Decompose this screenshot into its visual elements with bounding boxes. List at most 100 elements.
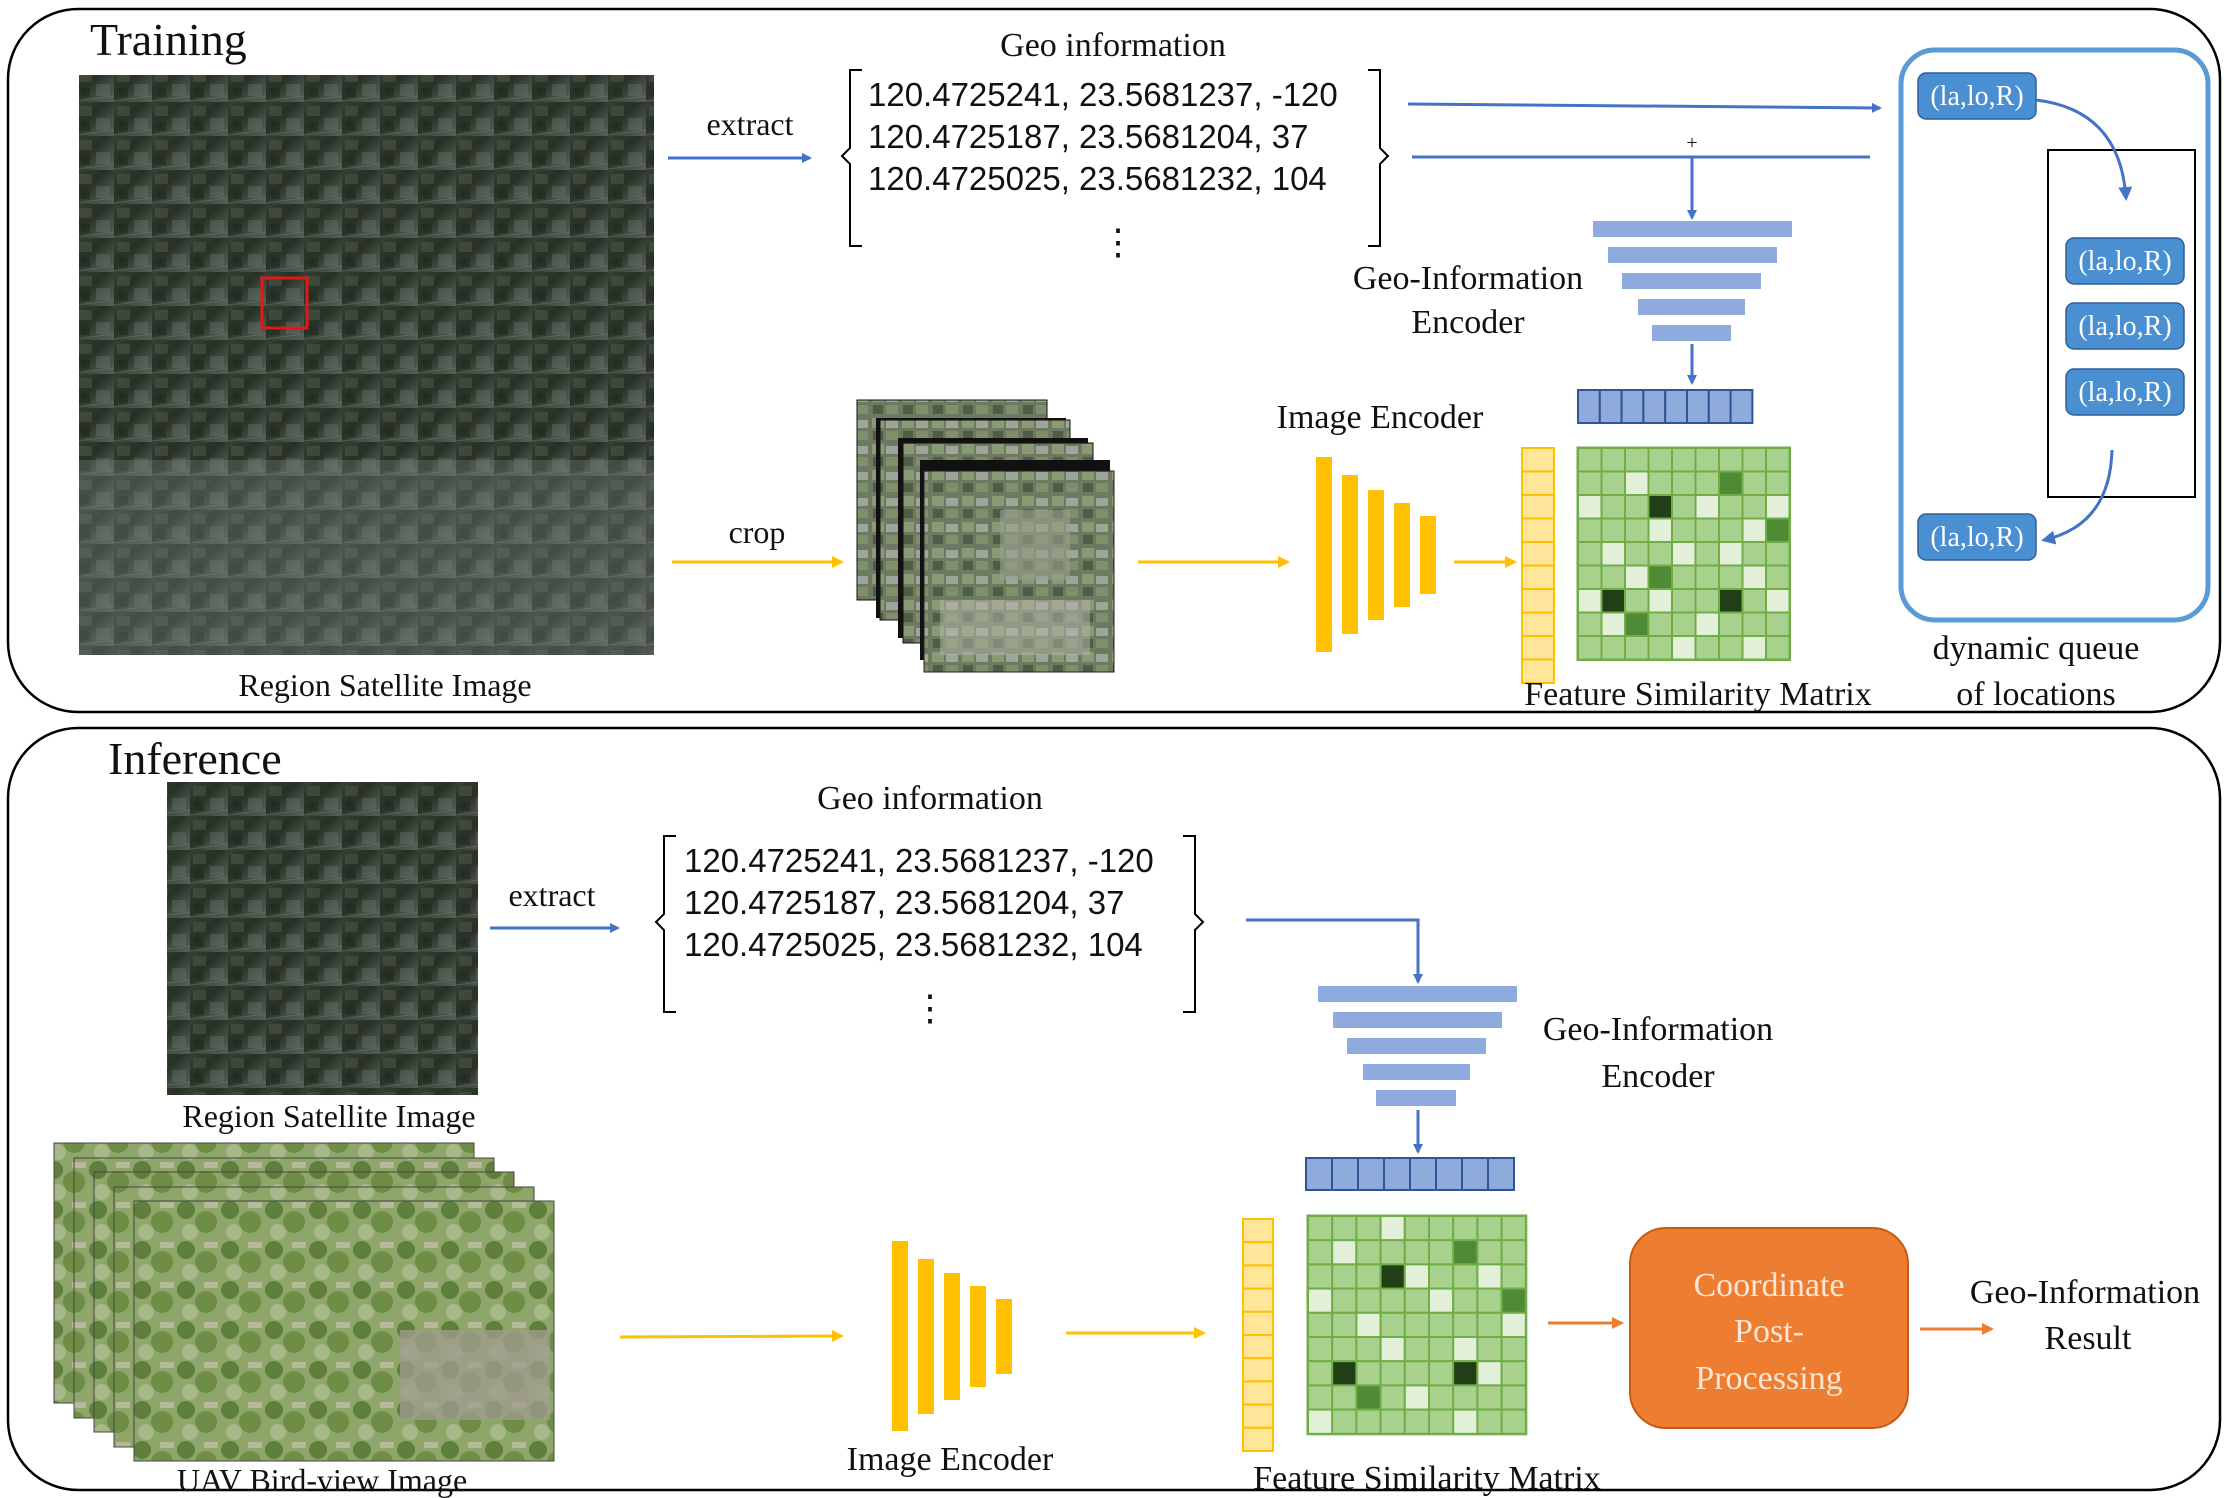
uav-caption: UAV Bird-view Image bbox=[177, 1462, 467, 1498]
matrix-cell bbox=[1577, 588, 1603, 614]
matrix-cell bbox=[1624, 611, 1650, 637]
training-panel bbox=[6, 7, 2222, 714]
embedding-cell bbox=[1242, 1380, 1274, 1406]
matrix-cell bbox=[1600, 447, 1626, 473]
matrix-cell bbox=[1452, 1215, 1479, 1242]
matrix-cell bbox=[1500, 1215, 1527, 1242]
matrix-cell bbox=[1741, 517, 1767, 543]
matrix-cell bbox=[1577, 470, 1603, 496]
embedding-cell bbox=[1242, 1357, 1274, 1383]
training-geo-embedding bbox=[1577, 389, 1754, 424]
matrix-cell bbox=[1741, 470, 1767, 496]
inference-geo-embedding bbox=[1305, 1157, 1515, 1191]
matrix-cell bbox=[1718, 541, 1744, 567]
result-label-line-2: Result bbox=[2045, 1320, 2132, 1357]
matrix-cell bbox=[1741, 494, 1767, 520]
embedding-cell bbox=[1435, 1157, 1463, 1191]
inference-sat-caption: Region Satellite Image bbox=[182, 1098, 475, 1134]
matrix-cell bbox=[1741, 564, 1767, 590]
matrix-cell bbox=[1694, 564, 1720, 590]
matrix-cell bbox=[1577, 564, 1603, 590]
inference-extract-label: extract bbox=[508, 877, 595, 913]
matrix-cell bbox=[1671, 470, 1697, 496]
embedding-cell bbox=[1242, 1403, 1274, 1429]
matrix-cell bbox=[1355, 1336, 1382, 1363]
inference-geo-header: Geo information bbox=[817, 780, 1043, 817]
embedding-cell bbox=[1242, 1310, 1274, 1337]
matrix-cell bbox=[1765, 564, 1791, 590]
matrix-cell bbox=[1355, 1360, 1382, 1387]
training-geo-to-queue-arrow bbox=[1407, 102, 1882, 113]
matrix-cell bbox=[1428, 1311, 1455, 1339]
matrix-cell bbox=[1500, 1336, 1527, 1363]
matrix-cell bbox=[1452, 1239, 1479, 1266]
matrix-cell bbox=[1671, 588, 1697, 614]
matrix-cell bbox=[1741, 541, 1767, 567]
matrix-cell bbox=[1741, 447, 1767, 473]
crop-region-marker bbox=[260, 276, 309, 330]
svg-text:(la,lo,R): (la,lo,R) bbox=[2078, 311, 2171, 342]
matrix-cell bbox=[1379, 1384, 1406, 1411]
matrix-cell bbox=[1647, 517, 1673, 543]
svg-text:(la,lo,R): (la,lo,R) bbox=[2078, 246, 2171, 277]
queue-item-1: (la,lo,R) bbox=[2065, 237, 2185, 285]
matrix-cell bbox=[1428, 1263, 1455, 1290]
matrix-cell bbox=[1428, 1360, 1455, 1387]
matrix-cell bbox=[1452, 1287, 1479, 1314]
queue-item-top: (la,lo,R) bbox=[1917, 72, 2037, 120]
uav-bird-view-stack bbox=[53, 1142, 555, 1462]
matrix-cell bbox=[1307, 1336, 1334, 1363]
training-geo-row-1: 120.4725241, 23.5681237, -120 bbox=[868, 76, 1338, 113]
inference-left-bracket bbox=[654, 835, 676, 1013]
inference-matrix-caption: Feature Similarity Matrix bbox=[1253, 1460, 1601, 1497]
matrix-cell bbox=[1671, 517, 1697, 543]
matrix-cell bbox=[1307, 1287, 1334, 1314]
embedding-cell bbox=[1707, 389, 1732, 424]
matrix-cell bbox=[1307, 1384, 1334, 1411]
matrix-cell bbox=[1647, 494, 1673, 520]
matrix-cell bbox=[1428, 1384, 1455, 1411]
matrix-cell bbox=[1577, 611, 1603, 637]
matrix-cell bbox=[1452, 1311, 1479, 1339]
inference-right-bracket bbox=[1183, 835, 1205, 1013]
matrix-cell bbox=[1600, 588, 1626, 614]
matrix-cell bbox=[1694, 635, 1720, 661]
matrix-cell bbox=[1765, 611, 1791, 637]
matrix-cell bbox=[1307, 1263, 1334, 1290]
matrix-cell bbox=[1428, 1408, 1455, 1435]
matrix-cell bbox=[1718, 494, 1744, 520]
matrix-cell bbox=[1355, 1408, 1382, 1435]
matrix-cell bbox=[1718, 447, 1744, 473]
matrix-cell bbox=[1500, 1408, 1527, 1435]
svg-text:(la,lo,R): (la,lo,R) bbox=[1930, 522, 2023, 553]
inference-geo-encoder bbox=[1318, 986, 1517, 1106]
matrix-cell bbox=[1355, 1384, 1382, 1411]
matrix-cell bbox=[1600, 494, 1626, 520]
matrix-cell bbox=[1379, 1263, 1406, 1290]
matrix-cell bbox=[1379, 1239, 1406, 1266]
queue-item-3: (la,lo,R) bbox=[2065, 368, 2185, 416]
matrix-cell bbox=[1577, 447, 1603, 473]
embedding-cell bbox=[1521, 517, 1555, 543]
matrix-cell bbox=[1355, 1239, 1382, 1266]
training-image-embedding bbox=[1521, 447, 1555, 684]
matrix-cell bbox=[1765, 635, 1791, 661]
matrix-cell bbox=[1476, 1360, 1503, 1387]
matrix-cell bbox=[1647, 541, 1673, 567]
queue-dequeue-arrow bbox=[2041, 449, 2114, 545]
matrix-cell bbox=[1307, 1239, 1334, 1266]
matrix-cell bbox=[1307, 1311, 1334, 1339]
inference-geo-row-1: 120.4725241, 23.5681237, -120 bbox=[684, 842, 1154, 879]
training-crop-stack bbox=[856, 399, 1115, 673]
matrix-cell bbox=[1403, 1263, 1431, 1290]
embedding-cell bbox=[1242, 1264, 1274, 1290]
embedding-cell bbox=[1521, 635, 1555, 661]
matrix-cell bbox=[1577, 494, 1603, 520]
queue-item-bottom: (la,lo,R) bbox=[1917, 513, 2037, 561]
embedding-cell bbox=[1521, 564, 1555, 590]
matrix-cell bbox=[1624, 564, 1650, 590]
queue-caption-line-1: dynamic queue bbox=[1933, 630, 2140, 667]
post-label-line-3: Processing bbox=[1695, 1360, 1842, 1397]
matrix-cell bbox=[1647, 470, 1673, 496]
embedding-cell bbox=[1521, 470, 1555, 496]
